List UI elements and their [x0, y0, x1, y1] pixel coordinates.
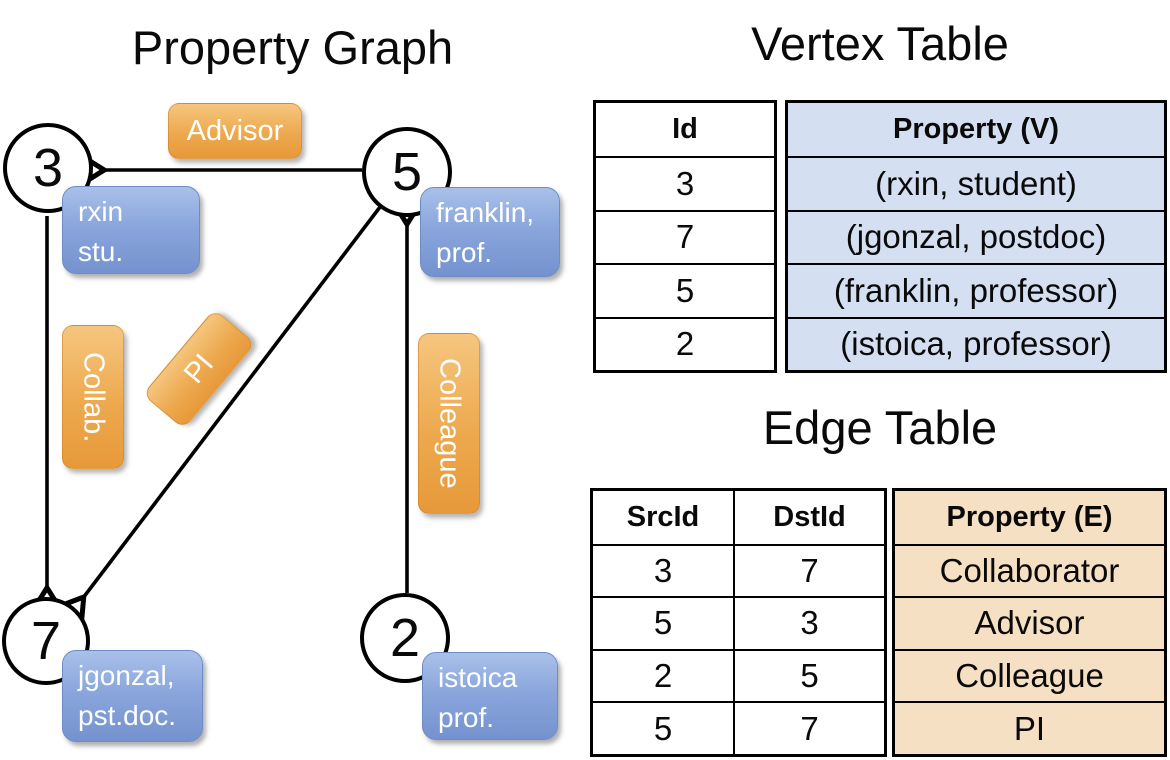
vertex-property-line: jgonzal, [78, 660, 175, 691]
vertex-table-id-cell: 2 [596, 316, 774, 370]
edge-table-dstid-cell: 7 [733, 543, 884, 597]
edge-pi-line [83, 205, 382, 598]
vertex-table-id-cell: 5 [596, 263, 774, 316]
edge-label-colleague: Colleague [418, 333, 480, 514]
vertex-table-property-cell: (istoica, professor) [788, 316, 1164, 370]
vertex-property-line: rxin [78, 196, 124, 227]
vertex-property-line: stu. [78, 236, 124, 267]
vertex-property-box-jgonzal: jgonzal, pst.doc. [62, 650, 203, 742]
edge-table-property-header: Property (E) [946, 500, 1113, 533]
vertex-property-box-franklin: franklin, prof. [420, 187, 560, 277]
graph-edges [0, 0, 585, 760]
edge-label-collab: Collab. [62, 325, 124, 469]
vertex-table-property-header: Property (V) [893, 113, 1059, 146]
node-id-label: 7 [30, 611, 62, 671]
vertex-property-line: prof. [436, 237, 493, 268]
edge-table-property-cell: Advisor [895, 596, 1164, 649]
property-graph-title: Property Graph [131, 21, 454, 74]
edge-table-property-column: Property (E) Collaborator Advisor Collea… [892, 488, 1167, 757]
vertex-property-line: pst.doc. [78, 700, 177, 731]
edge-table-dstid-cell: 5 [733, 648, 884, 702]
edge-table-srcid-header: SrcId [626, 500, 700, 533]
edge-table-property-cell: Collaborator [895, 543, 1164, 597]
vertex-property-box-rxin: rxin stu. [62, 186, 200, 274]
edge-table-property-cell: PI [895, 701, 1164, 754]
edge-label-advisor: Advisor [168, 103, 302, 159]
vertex-table-id-header: Id [672, 113, 698, 146]
edge-table-dstid-cell: 3 [733, 596, 884, 649]
graph-node-5: 5 [362, 127, 452, 217]
edge-table-srcid-cell: 3 [593, 543, 733, 597]
vertex-table-property-cell: (franklin, professor) [788, 263, 1164, 316]
edge-table-srcid-cell: 2 [593, 648, 733, 702]
edge-table-srcid-cell: 5 [593, 596, 733, 649]
vertex-table-id-cell: 3 [596, 156, 774, 209]
vertex-table-property-cell: (jgonzal, postdoc) [788, 209, 1164, 263]
edge-table-dstid-cell: 7 [733, 701, 884, 754]
node-id-label: 3 [32, 138, 64, 198]
vertex-table-id-cell: 7 [596, 209, 774, 263]
vertex-table-property-cell: (rxin, student) [788, 156, 1164, 209]
edge-table-dstid-header: DstId [733, 491, 884, 544]
vertex-table-title: Vertex Table [751, 17, 1009, 70]
edge-table-title: Edge Table [762, 401, 998, 454]
edge-table-property-cell: Colleague [895, 648, 1164, 702]
graph-node-2: 2 [360, 593, 450, 683]
vertex-table-id-column: Id 3 7 5 2 [593, 100, 777, 373]
edge-table-id-columns: SrcId DstId 3 7 5 3 2 5 5 7 [590, 488, 887, 757]
vertex-property-line: istoica [438, 662, 518, 693]
edge-table-srcid-cell: 5 [593, 701, 733, 754]
vertex-table-property-column: Property (V) (rxin, student) (jgonzal, p… [785, 100, 1167, 373]
node-id-label: 2 [389, 608, 421, 668]
vertex-property-line: franklin, [436, 197, 535, 228]
node-id-label: 5 [391, 142, 423, 202]
vertex-property-line: prof. [438, 702, 495, 733]
vertex-property-box-istoica: istoica prof. [422, 652, 558, 740]
